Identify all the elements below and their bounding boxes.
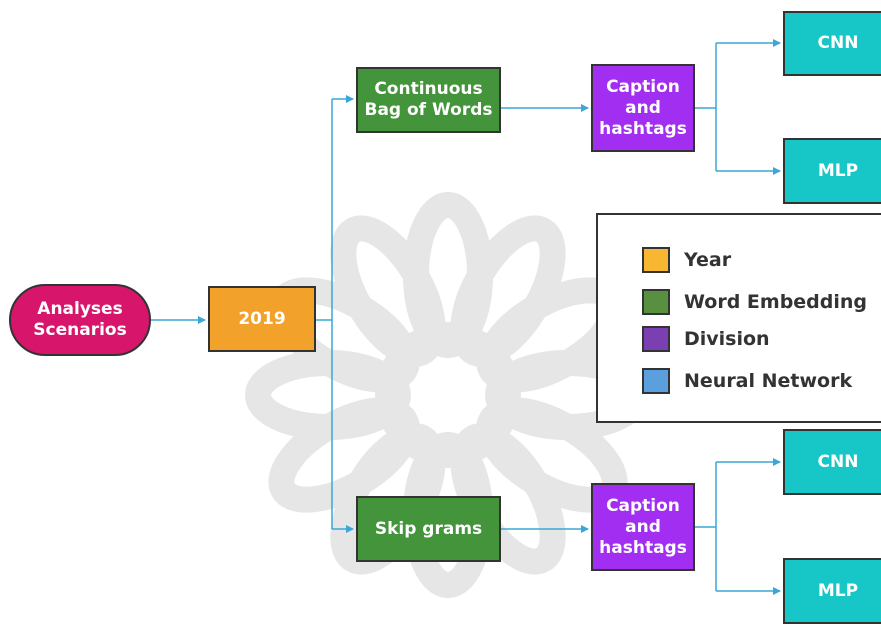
node-caption-top-label: Caption and hashtags bbox=[599, 76, 687, 139]
legend-label-neural-network: Neural Network bbox=[684, 370, 853, 392]
node-cnn-bottom-label: CNN bbox=[817, 451, 859, 472]
legend-swatch-neural-network bbox=[642, 368, 670, 394]
node-mlp-bottom: MLP bbox=[783, 558, 881, 624]
node-cnn-top: CNN bbox=[783, 11, 881, 76]
node-year-2019-label: 2019 bbox=[238, 308, 286, 329]
node-caption-hashtags-top: Caption and hashtags bbox=[591, 64, 695, 152]
node-caption-hashtags-bottom: Caption and hashtags bbox=[591, 483, 695, 571]
legend-item-word-embedding: Word Embedding bbox=[642, 289, 867, 315]
legend-swatch-division bbox=[642, 326, 670, 352]
legend-swatch-year bbox=[642, 247, 670, 273]
legend-swatch-word-embedding bbox=[642, 289, 670, 315]
node-cnn-top-label: CNN bbox=[817, 33, 859, 53]
legend-label-word-embedding: Word Embedding bbox=[684, 291, 868, 313]
legend-label-division: Division bbox=[684, 328, 770, 350]
node-cnn-bottom: CNN bbox=[783, 429, 881, 495]
node-year-2019: 2019 bbox=[208, 286, 316, 352]
node-analyses-scenarios: Analyses Scenarios bbox=[9, 284, 151, 356]
legend-label-year: Year bbox=[684, 249, 732, 271]
node-caption-bottom-label: Caption and hashtags bbox=[599, 495, 687, 558]
legend-box: Year Word Embedding Division Neural Netw… bbox=[596, 213, 881, 423]
legend-item-division: Division bbox=[642, 326, 770, 352]
node-analyses-scenarios-label: Analyses Scenarios bbox=[33, 299, 127, 340]
node-cbow-label: Continuous Bag of Words bbox=[364, 79, 493, 120]
legend-item-neural-network: Neural Network bbox=[642, 368, 852, 394]
node-mlp-top: MLP bbox=[783, 138, 881, 204]
node-skip-grams: Skip grams bbox=[356, 496, 501, 562]
node-skip-grams-label: Skip grams bbox=[374, 518, 483, 539]
node-mlp-top-label: MLP bbox=[817, 160, 859, 181]
legend-item-year: Year bbox=[642, 247, 731, 273]
watermark-ring bbox=[375, 322, 521, 468]
node-continuous-bag-of-words: Continuous Bag of Words bbox=[356, 67, 501, 133]
node-mlp-bottom-label: MLP bbox=[817, 580, 859, 601]
